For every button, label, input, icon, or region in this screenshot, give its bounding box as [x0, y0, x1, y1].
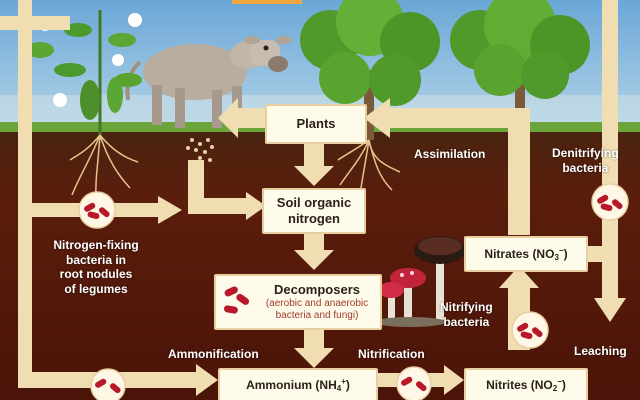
nitrogen-fixing-label: Nitrogen-fixing bacteria in root nodules…	[36, 238, 156, 297]
nitrogen-fixing-line3: root nodules	[59, 267, 133, 282]
plants-label: Plants	[296, 116, 336, 132]
mushrooms	[374, 236, 466, 327]
decomposers-note-line2: bacteria and fungi)	[275, 309, 359, 321]
tree-right	[450, 0, 590, 110]
leaching-label: Leaching	[574, 344, 627, 358]
top-label-fragment	[232, 0, 302, 4]
cow	[125, 36, 292, 128]
tree-middle	[300, 0, 440, 140]
flow-arrows	[0, 0, 626, 396]
soil-crumbs	[186, 138, 214, 162]
nitrogen-fixing-line1: Nitrogen-fixing	[53, 238, 139, 252]
nitrates-box: Nitrates (NO3−)	[464, 236, 588, 272]
nitrifying-line1: Nitrifying	[440, 300, 493, 314]
nitrogen-fixing-line2: bacteria in	[65, 252, 127, 267]
bacteria-denitrifying	[591, 183, 629, 221]
decomposers-bacteria-icon	[223, 286, 250, 314]
bacteria-group	[78, 183, 629, 400]
nitrification-label: Nitrification	[358, 347, 425, 361]
plants-box: Plants	[265, 104, 367, 144]
decomposers-label: Decomposers	[274, 282, 360, 298]
bacteria-nitrifying	[511, 311, 549, 349]
denitrifying-line2: bacteria	[562, 160, 609, 175]
nitrates-label: Nitrates (NO3−)	[484, 245, 568, 262]
soil-organic-nitrogen-box: Soil organic nitrogen	[262, 188, 366, 234]
ammonium-box: Ammonium (NH4+)	[218, 368, 378, 400]
nitrogen-fixing-line4: of legumes	[64, 281, 128, 296]
decomposers-note-line1: (aerobic and anaerobic	[265, 297, 369, 309]
bacteria-nitrogen-fixing	[78, 191, 116, 229]
bacteria-ammonification	[90, 368, 126, 400]
denitrifying-bacteria-label: Denitrifying bacteria	[552, 146, 619, 175]
soil-organic-line1: Soil organic	[276, 195, 352, 211]
nitrites-box: Nitrites (NO2−)	[464, 368, 588, 400]
denitrifying-line1: Denitrifying	[552, 146, 619, 160]
nitrifying-bacteria-label: Nitrifying bacteria	[440, 300, 493, 329]
nitrifying-line2: bacteria	[443, 314, 490, 329]
ammonification-label: Ammonification	[168, 347, 259, 361]
legume-plant	[26, 10, 142, 135]
bacteria-nitrification	[396, 366, 432, 400]
ammonium-label: Ammonium (NH4+)	[246, 376, 350, 393]
soil-organic-line2: nitrogen	[288, 211, 340, 226]
nitrites-label: Nitrites (NO2−)	[486, 376, 566, 393]
assimilation-label: Assimilation	[414, 147, 486, 161]
